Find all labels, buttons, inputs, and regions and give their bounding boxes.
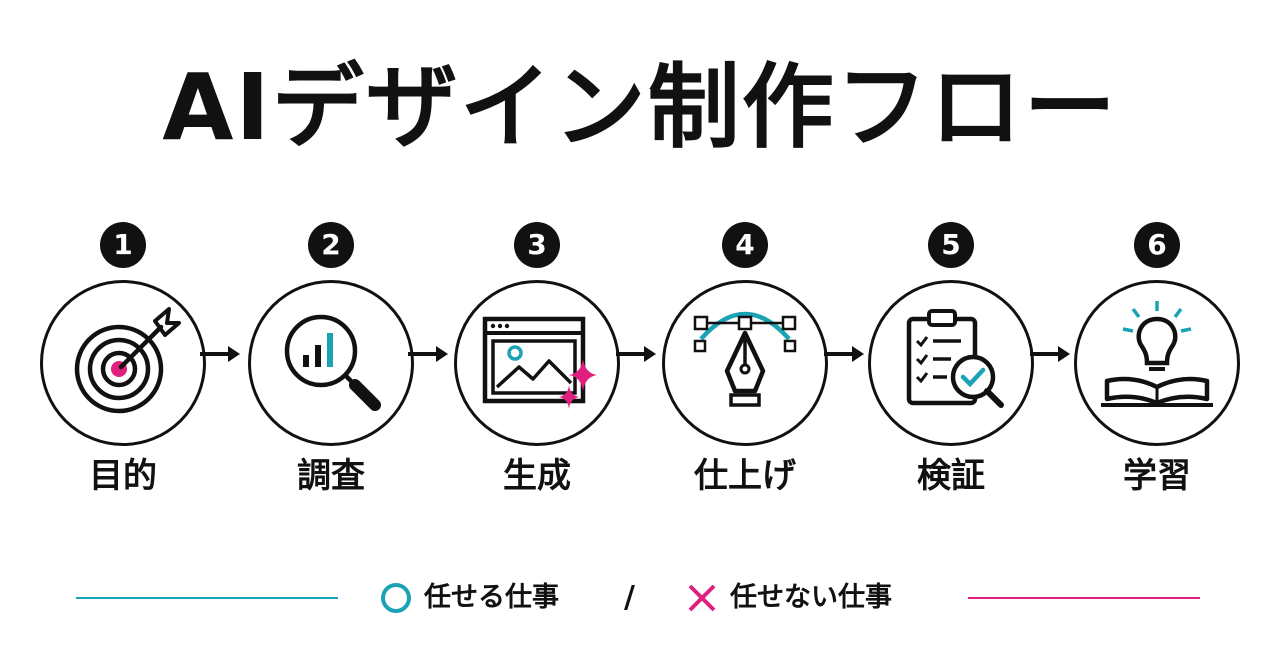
magnifier-chart-icon [248,280,414,446]
flow-step-4: 4 仕上げ [660,222,830,502]
step-label: 仕上げ [694,456,796,496]
step-label: 学習 [1123,456,1191,496]
step-label: 調査 [297,456,365,496]
arrow-right-icon [1030,346,1070,362]
flow-step-6: 6 学習 [1072,222,1242,502]
arrow-right-icon [408,346,448,362]
step-label: 検証 [917,456,985,496]
step-number-badge: 1 [100,222,146,268]
arrow-right-icon [824,346,864,362]
cross-icon [688,584,716,612]
legend-divider-pink [968,597,1200,599]
circle-icon [381,583,411,613]
flow-step-2: 2 調査 [246,222,416,502]
flow-step-5: 5 検証 [866,222,1036,502]
checklist-search-icon [868,280,1034,446]
arrow-right-icon [200,346,240,362]
legend-ng-label: 任せない仕事 [730,582,892,613]
pen-tool-icon [662,280,828,446]
step-number-badge: 3 [514,222,560,268]
step-number-badge: 4 [722,222,768,268]
page-title: AIデザイン制作フロー [162,54,1118,161]
legend: 任せる仕事 / 任せない仕事 [0,576,1280,620]
arrow-right-icon [616,346,656,362]
step-label: 目的 [89,456,157,496]
flow-step-1: 1 目的 [38,222,208,502]
target-icon [40,280,206,446]
legend-separator: / [624,580,635,615]
legend-ok-label: 任せる仕事 [424,582,559,613]
step-label: 生成 [503,456,571,496]
flow-step-3: 3 生成 [452,222,622,502]
image-generate-icon [454,280,620,446]
legend-divider-teal [76,597,338,599]
step-number-badge: 5 [928,222,974,268]
book-lightbulb-icon [1074,280,1240,446]
step-number-badge: 2 [308,222,354,268]
step-number-badge: 6 [1134,222,1180,268]
